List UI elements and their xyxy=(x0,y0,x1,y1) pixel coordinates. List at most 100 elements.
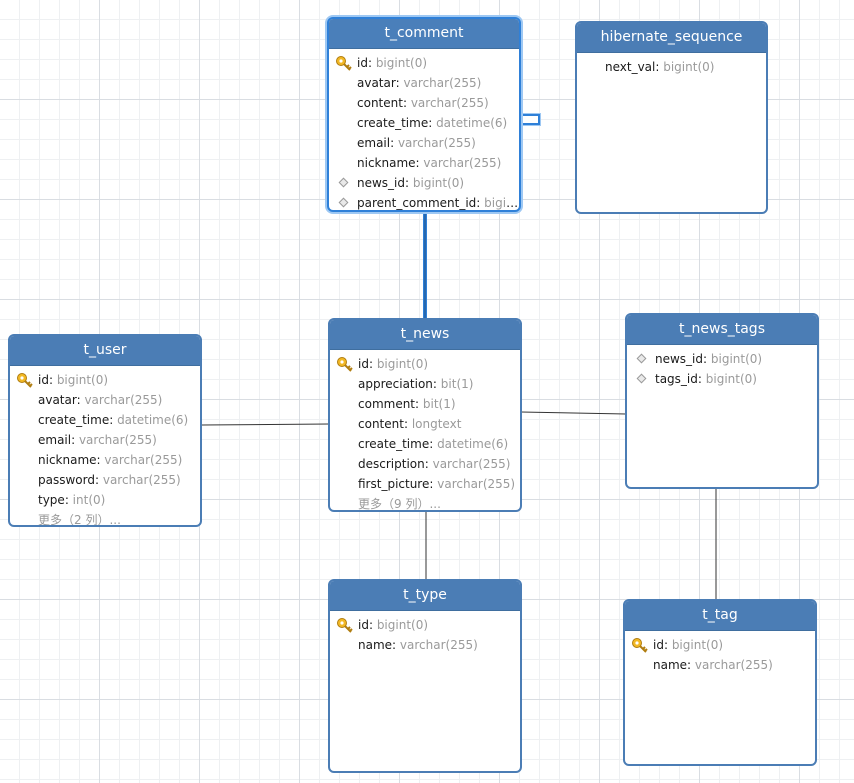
field-type: varchar(255) xyxy=(104,453,183,467)
field-type: datetime(6) xyxy=(436,116,508,130)
field-row[interactable]: nickname: varchar(255) xyxy=(357,156,502,170)
field-name: parent_comment_id xyxy=(357,196,477,210)
field-type: bigin... xyxy=(484,196,519,210)
field-row[interactable]: id: bigint(0) xyxy=(329,53,519,73)
field-type: varchar(255) xyxy=(84,393,163,407)
field-row[interactable]: create_time: datetime(6) xyxy=(358,437,509,451)
field-row[interactable]: id: bigint(0) xyxy=(330,354,520,374)
field-row[interactable]: type: int(0) xyxy=(38,493,106,507)
field-row[interactable]: email: varchar(255) xyxy=(38,433,157,447)
field-name: id xyxy=(357,56,368,70)
primary-key-icon xyxy=(336,56,352,71)
field-row[interactable]: id: bigint(0) xyxy=(625,635,815,655)
field-row[interactable]: create_time: datetime(6) xyxy=(38,413,189,427)
table-title: t_news_tags xyxy=(627,315,817,345)
field-row[interactable]: news_id: bigint(0) xyxy=(627,349,817,369)
field-name: email xyxy=(38,433,72,447)
field-name: tags_id xyxy=(655,372,698,386)
field-row[interactable]: next_val: bigint(0) xyxy=(605,60,715,74)
field-type: varchar(255) xyxy=(423,156,502,170)
field-row[interactable]: tags_id: bigint(0) xyxy=(627,369,817,389)
field-row[interactable]: news_id: bigint(0) xyxy=(329,173,519,193)
field-list: id: bigint(0) appreciation: bit(1) comme… xyxy=(330,350,520,511)
table-t-comment[interactable]: t_comment id: bigint(0) avatar: varchar(… xyxy=(327,17,521,212)
field-type: bigint(0) xyxy=(376,357,429,371)
field-row[interactable]: comment: bit(1) xyxy=(358,397,456,411)
field-list: news_id: bigint(0) tags_id: bigint(0) xyxy=(627,345,817,389)
field-name: id xyxy=(653,638,664,652)
table-hibernate-sequence[interactable]: hibernate_sequence next_val: bigint(0) xyxy=(575,21,768,214)
field-name: id xyxy=(38,373,49,387)
field-type: varchar(255) xyxy=(694,658,773,672)
field-list: id: bigint(0) name: varchar(255) xyxy=(625,631,815,675)
field-row[interactable]: id: bigint(0) xyxy=(10,370,200,390)
field-name: news_id xyxy=(357,176,406,190)
field-row[interactable]: parent_comment_id: bigin... xyxy=(329,193,519,210)
field-type: varchar(255) xyxy=(437,477,516,491)
field-name: next_val xyxy=(605,60,656,74)
table-title: t_user xyxy=(10,336,200,366)
primary-key-icon xyxy=(632,638,648,653)
table-title: t_type xyxy=(330,581,520,611)
field-type: varchar(255) xyxy=(399,638,478,652)
field-row[interactable]: avatar: varchar(255) xyxy=(357,76,482,90)
primary-key-icon xyxy=(337,618,353,633)
field-row[interactable]: name: varchar(255) xyxy=(653,658,773,672)
field-name: name xyxy=(653,658,688,672)
field-row[interactable]: name: varchar(255) xyxy=(358,638,478,652)
field-name: name xyxy=(358,638,393,652)
field-name: id xyxy=(358,357,369,371)
foreign-key-diamond-icon xyxy=(338,177,349,188)
table-t-news-tags[interactable]: t_news_tags news_id: bigint(0) tags_id: … xyxy=(625,313,819,489)
field-type: datetime(6) xyxy=(437,437,509,451)
field-list: next_val: bigint(0) xyxy=(577,53,766,77)
field-name: type xyxy=(38,493,65,507)
field-name: first_picture xyxy=(358,477,430,491)
link-user-news[interactable] xyxy=(201,423,330,426)
table-title: t_tag xyxy=(625,601,815,631)
field-type: bigint(0) xyxy=(663,60,715,74)
more-columns-link[interactable]: 更多（9 列）... xyxy=(358,497,441,511)
field-row[interactable]: avatar: varchar(255) xyxy=(38,393,163,407)
field-row[interactable]: email: varchar(255) xyxy=(357,136,476,150)
field-row[interactable]: appreciation: bit(1) xyxy=(358,377,474,391)
more-columns-link[interactable]: 更多（2 列）... xyxy=(38,513,121,527)
field-row[interactable]: content: varchar(255) xyxy=(357,96,489,110)
field-type: varchar(255) xyxy=(410,96,489,110)
field-type: datetime(6) xyxy=(117,413,189,427)
field-name: comment xyxy=(358,397,416,411)
link-news-newstags[interactable] xyxy=(520,411,627,415)
field-name: avatar xyxy=(357,76,396,90)
field-name: appreciation xyxy=(358,377,433,391)
field-row[interactable]: id: bigint(0) xyxy=(330,615,520,635)
field-type: bit(1) xyxy=(422,397,456,411)
table-t-user[interactable]: t_user id: bigint(0) avatar: varchar(255… xyxy=(8,334,202,527)
field-row[interactable]: content: longtext xyxy=(358,417,462,431)
field-name: create_time xyxy=(357,116,429,130)
table-title: t_comment xyxy=(329,19,519,49)
field-name: password xyxy=(38,473,95,487)
field-name: content xyxy=(357,96,403,110)
self-relation-marker[interactable] xyxy=(520,114,540,125)
field-type: bit(1) xyxy=(440,377,474,391)
table-t-type[interactable]: t_type id: bigint(0) name: varchar(255) xyxy=(328,579,522,773)
field-row[interactable]: create_time: datetime(6) xyxy=(357,116,508,130)
table-t-news[interactable]: t_news id: bigint(0) appreciation: bit(1… xyxy=(328,318,522,512)
field-type: bigint(0) xyxy=(376,618,429,632)
field-type: bigint(0) xyxy=(671,638,724,652)
field-type: bigint(0) xyxy=(56,373,109,387)
field-type: bigint(0) xyxy=(705,372,757,386)
field-row[interactable]: description: varchar(255) xyxy=(358,457,511,471)
field-type: varchar(255) xyxy=(432,457,511,471)
field-row[interactable]: nickname: varchar(255) xyxy=(38,453,183,467)
table-t-tag[interactable]: t_tag id: bigint(0) name: varchar(255) xyxy=(623,599,817,766)
field-name: id xyxy=(358,618,369,632)
foreign-key-diamond-icon xyxy=(636,353,647,364)
table-title: hibernate_sequence xyxy=(577,23,766,53)
field-name: nickname xyxy=(38,453,97,467)
field-row[interactable]: first_picture: varchar(255) xyxy=(358,477,516,491)
field-row[interactable]: password: varchar(255) xyxy=(38,473,181,487)
foreign-key-diamond-icon xyxy=(636,373,647,384)
table-title: t_news xyxy=(330,320,520,350)
